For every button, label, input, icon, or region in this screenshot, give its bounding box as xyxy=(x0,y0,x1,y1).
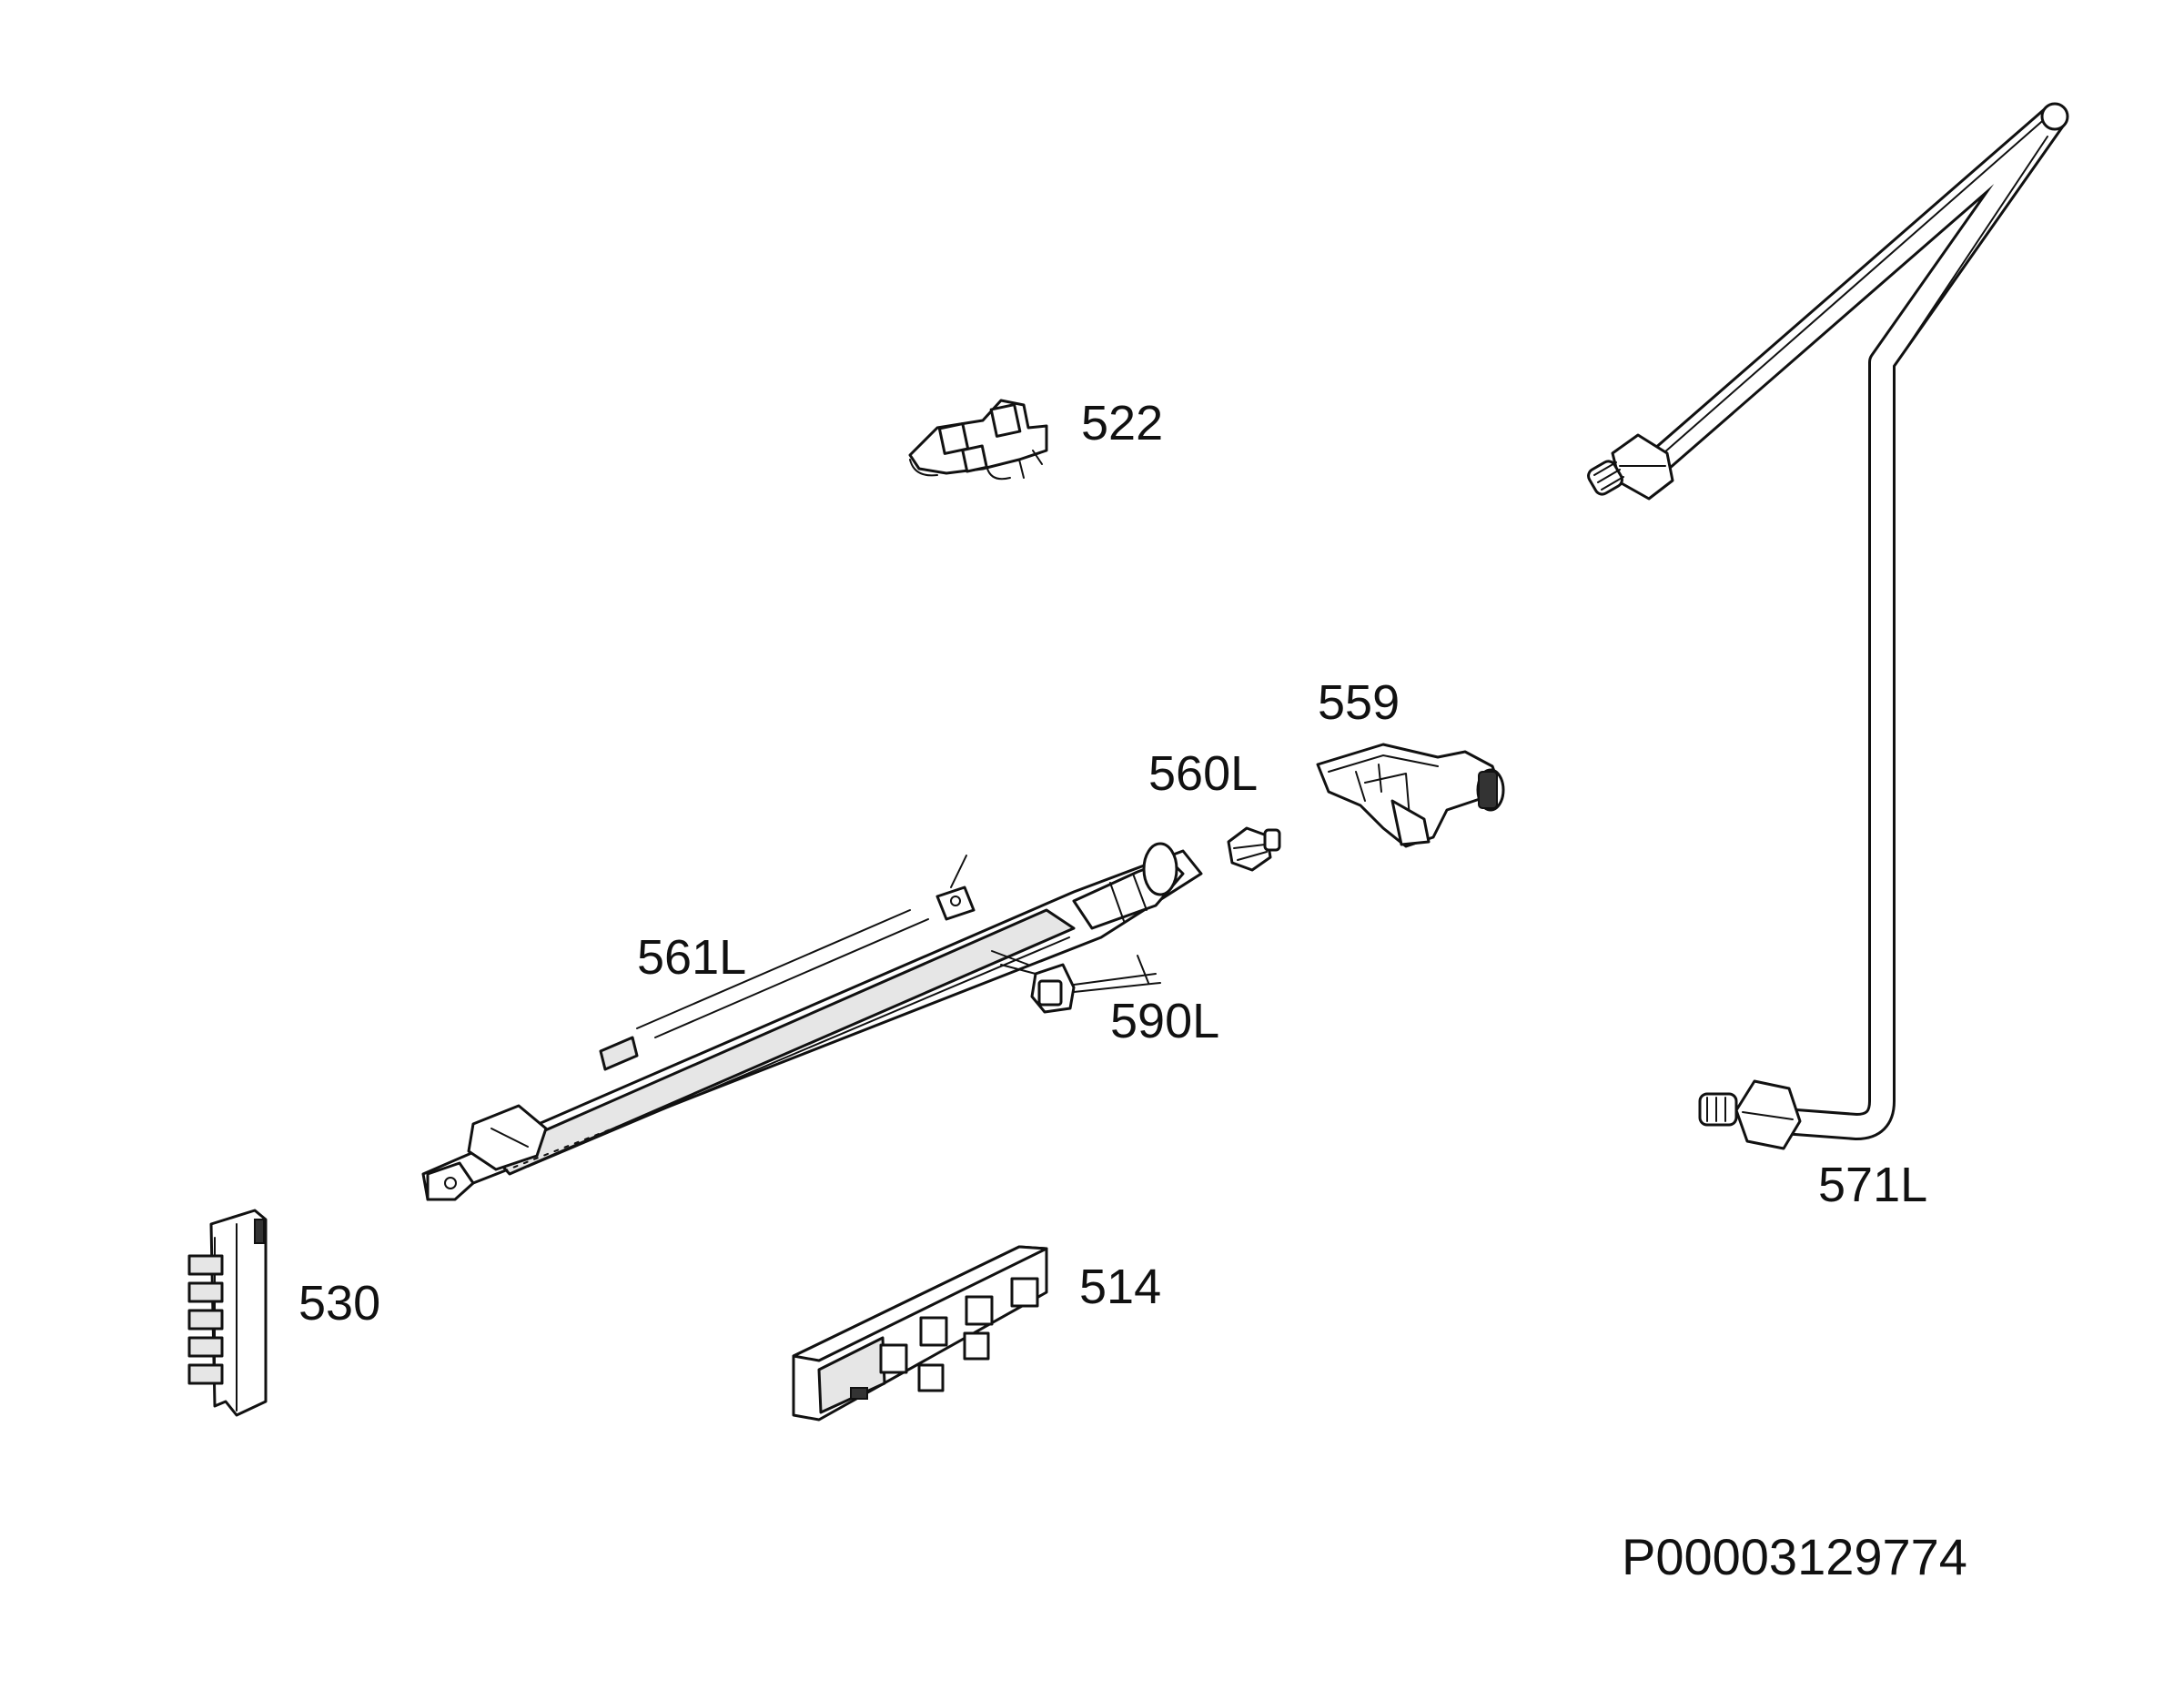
part-label-530: 530 xyxy=(298,1276,380,1331)
part-label-590L: 590L xyxy=(1110,994,1219,1048)
gas-valve-bracket-icon xyxy=(1316,743,1505,848)
spark-generator-icon xyxy=(792,1245,1048,1422)
part-label-559: 559 xyxy=(1318,675,1400,730)
part-label-514: 514 xyxy=(1079,1260,1161,1314)
part-label-561L: 561L xyxy=(637,930,746,985)
burner-tube-icon xyxy=(421,842,1203,1201)
part-label-571L: 571L xyxy=(1818,1158,1927,1212)
injector-nozzle-icon xyxy=(1227,826,1281,872)
gas-pipe-icon xyxy=(1587,102,2069,1150)
diagram-code: P00003129774 xyxy=(1622,1528,1967,1585)
wire-terminal-clip-icon xyxy=(908,399,1048,481)
part-label-522: 522 xyxy=(1081,396,1163,450)
terminal-block-icon xyxy=(187,1209,268,1417)
part-label-560L: 560L xyxy=(1148,746,1258,801)
ignition-electrode-icon xyxy=(991,950,1161,1014)
